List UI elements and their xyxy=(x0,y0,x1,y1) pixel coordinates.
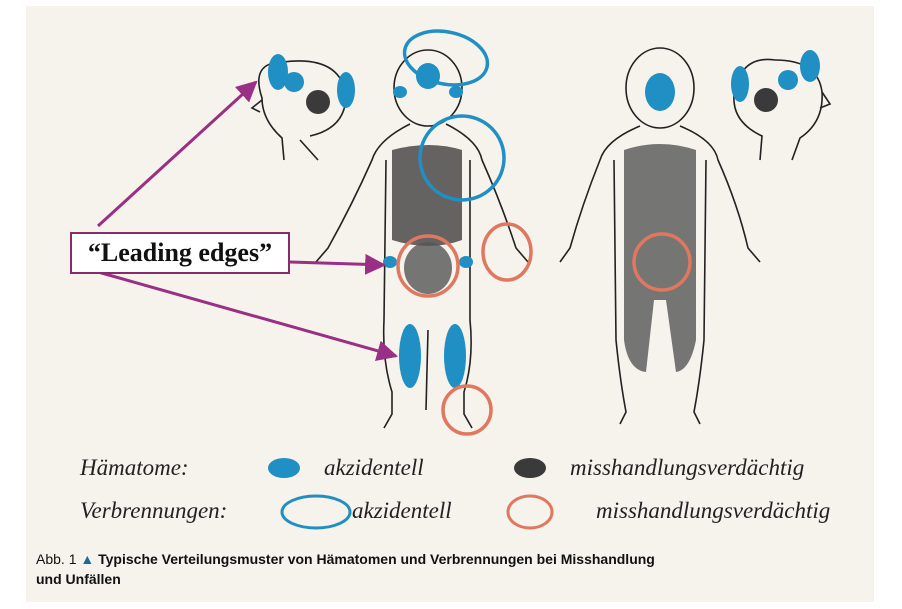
bruise-suspicious-buttock-front xyxy=(404,242,452,294)
bruise-accidental-hip-left xyxy=(383,256,397,268)
arrow-to-hip xyxy=(290,262,384,265)
caption-text-line2: und Unfällen xyxy=(36,571,121,587)
bruise-accidental-head-right-back xyxy=(731,66,749,102)
legend-burns-accidental-label: akzidentell xyxy=(352,498,452,524)
leading-edges-callout: “Leading edges” xyxy=(70,232,290,274)
arrow-to-shin xyxy=(98,272,396,356)
arrow-to-head xyxy=(98,82,256,226)
triangle-icon: ▲ xyxy=(80,551,94,567)
legend-hematoma-accidental-label: akzidentell xyxy=(324,455,424,481)
figure-caption: Abb. 1 ▲ Typische Verteilungsmuster von … xyxy=(36,549,836,589)
burn-suspicious-ring-hand xyxy=(483,224,531,280)
bruise-accidental-brow-right xyxy=(449,86,463,98)
bruise-accidental-brow-left xyxy=(393,86,407,98)
bruise-accidental-head-right-forehead xyxy=(800,50,820,82)
bruise-accidental-head-left-temple xyxy=(284,72,304,92)
legend-burn-suspicious-icon xyxy=(508,496,552,528)
burn-accidental-ring-head xyxy=(400,24,493,92)
legend-hematoma-suspicious-label: misshandlungsverdächtig xyxy=(570,455,804,481)
bruise-suspicious-head-left-cheek xyxy=(306,90,330,114)
legend-burn-accidental-icon xyxy=(282,496,350,528)
bruise-accidental-head-back xyxy=(645,73,675,111)
caption-text: Typische Verteilungsmuster von Hämatomen… xyxy=(98,551,655,567)
legend-heading-burns: Verbrennungen: xyxy=(80,498,227,524)
legend-bruise-suspicious-icon xyxy=(514,458,546,478)
bruise-accidental-head-left-back xyxy=(337,72,355,108)
bruise-accidental-head-right-temple xyxy=(778,70,798,90)
bruise-suspicious-head-right-cheek xyxy=(754,88,778,112)
legend-burns-suspicious-label: misshandlungsverdächtig xyxy=(596,498,830,524)
bruise-accidental-shin-left xyxy=(399,324,421,388)
bruise-suspicious-torso-front xyxy=(392,145,462,246)
caption-prefix: Abb. 1 xyxy=(36,551,76,567)
legend-bruise-accidental-icon xyxy=(268,458,300,478)
burn-suspicious-ring-foot xyxy=(443,386,491,434)
legend-heading-hematoma: Hämatome: xyxy=(80,455,189,481)
bruise-accidental-hip-right xyxy=(459,256,473,268)
bruise-accidental-shin-right xyxy=(444,324,466,388)
